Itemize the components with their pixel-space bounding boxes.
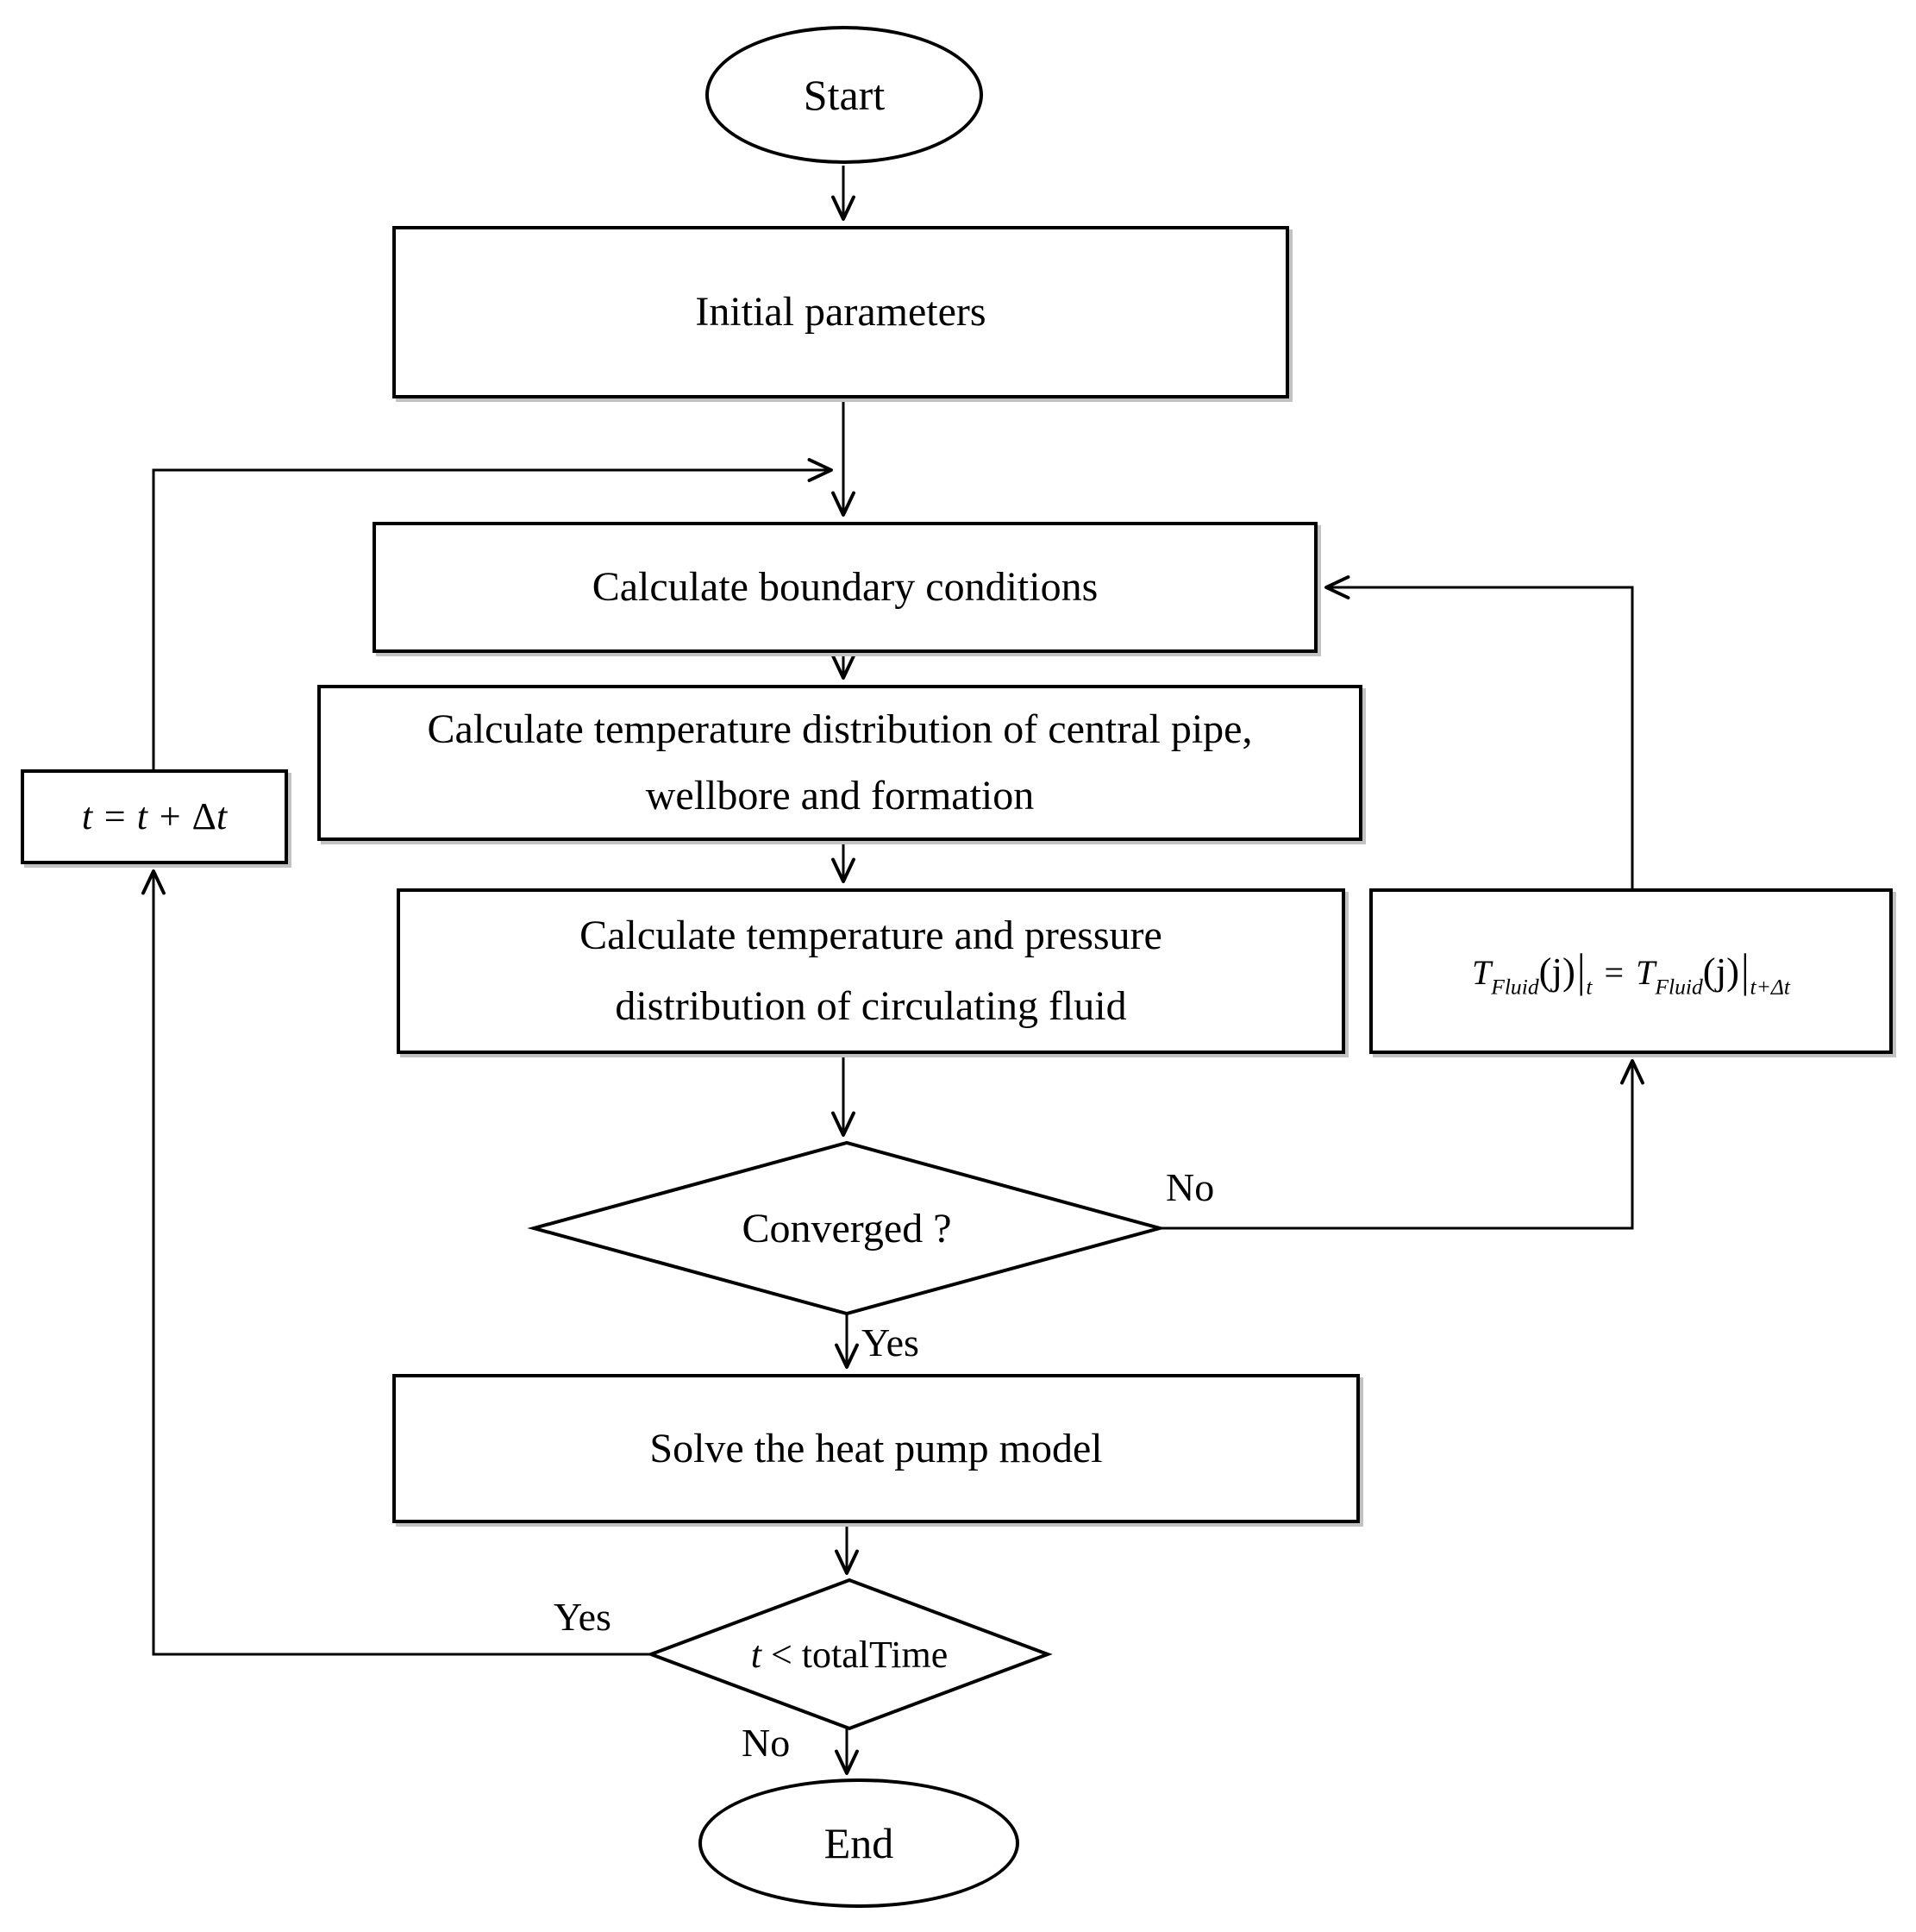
start-label: Start (803, 71, 886, 119)
end-main-label: End (823, 1819, 894, 1867)
formula-rhs-T: T (1636, 952, 1656, 992)
formula-rhs-sub: Fluid (1655, 974, 1703, 1000)
time-increment-prefix: t = t + (81, 794, 192, 837)
converged-no-label: No (1162, 1164, 1218, 1210)
solve-heat-pump-process: Solve the heat pump model (392, 1374, 1360, 1523)
formula-equals: = (1604, 952, 1625, 992)
calc-fluid-label: Calculate temperature and pressure distr… (579, 913, 1162, 1029)
tfluid-update-formula: TFluid(j)|t=TFluid(j)|t+Δt (1472, 937, 1790, 1006)
calc-temp-dist-label: Calculate temperature distribution of ce… (427, 706, 1253, 819)
time-check-var: t (750, 1633, 761, 1676)
time-check-label: t < totalTime (751, 1633, 949, 1677)
formula-lhs-bar: | (1576, 944, 1586, 997)
initial-parameters-label: Initial parameters (695, 289, 986, 336)
formula-rhs-arg: (j) (1702, 949, 1740, 993)
calc-boundary-process: Calculate boundary conditions (373, 522, 1318, 653)
edge-converged-no-to-update (1160, 1059, 1644, 1230)
calc-fluid-process: Calculate temperature and pressure distr… (397, 888, 1345, 1054)
solve-heat-pump-label: Solve the heat pump model (649, 1425, 1103, 1471)
calc-boundary-label: Calculate boundary conditions (592, 564, 1099, 611)
formula-lhs-T: T (1471, 952, 1492, 992)
time-increment-delta: Δ (191, 794, 216, 837)
edge-update-to-boundary (1324, 575, 1634, 888)
start-terminator: Start (705, 26, 983, 164)
time-increment-suffix: t (216, 794, 228, 837)
formula-lhs-arg: (j) (1538, 949, 1575, 993)
formula-rhs-bar: | (1741, 944, 1750, 997)
time-increment-label: t = t + Δt (82, 785, 227, 850)
time-check-decision-label-wrap: t < totalTime (651, 1580, 1048, 1728)
time-check-rest: < totalTime (761, 1633, 949, 1676)
calc-temp-dist-process: Calculate temperature distribution of ce… (317, 685, 1362, 841)
formula-rhs-time: t+Δt (1750, 974, 1791, 1000)
time-increment-process: t = t + Δt (21, 769, 288, 864)
converged-label: Converged ? (742, 1205, 952, 1251)
tfluid-update-process: TFluid(j)|t=TFluid(j)|t+Δt (1369, 888, 1893, 1054)
time-check-no-label: No (738, 1720, 794, 1766)
formula-lhs-sub: Fluid (1491, 974, 1539, 1000)
end-terminator: End (698, 1778, 1019, 1908)
time-check-yes-label: Yes (550, 1594, 615, 1640)
converged-decision-label-wrap: Converged ? (534, 1143, 1160, 1314)
initial-parameters-process: Initial parameters (392, 226, 1289, 398)
formula-lhs-time: t (1586, 974, 1593, 1000)
converged-yes-label: Yes (861, 1320, 919, 1364)
